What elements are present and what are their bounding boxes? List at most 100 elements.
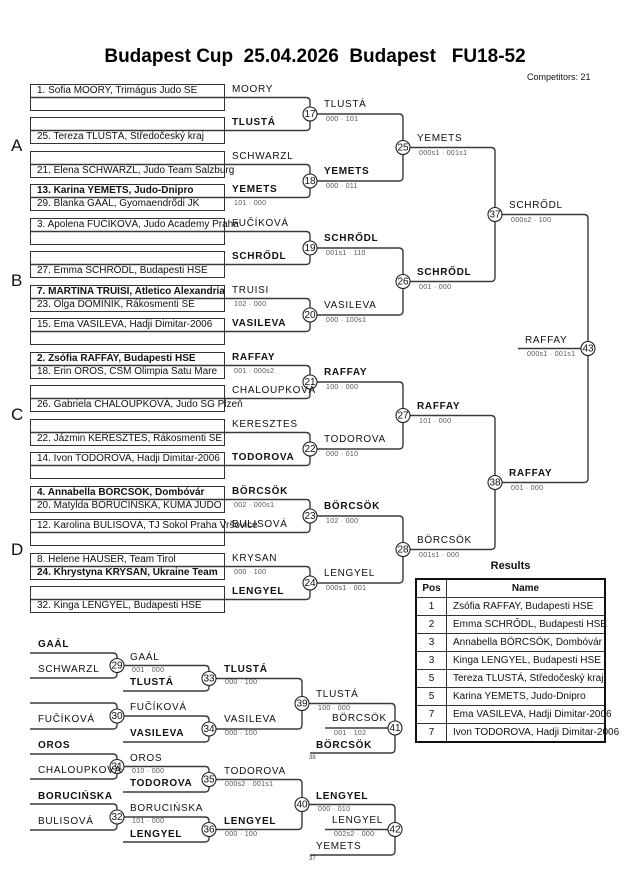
match-circle-37 bbox=[487, 206, 503, 223]
match-winner: RAFFAY bbox=[417, 401, 461, 412]
match-number: 38 bbox=[489, 478, 501, 489]
match-winner: BORUCIŃSKA bbox=[130, 803, 204, 814]
match-number: 29 bbox=[111, 661, 123, 672]
prelim-score: 101 · 000 bbox=[234, 200, 267, 207]
match-circle-33 bbox=[201, 670, 217, 687]
match-winner: TLUSTÁ bbox=[316, 689, 359, 700]
match-winner: OROS bbox=[130, 753, 163, 764]
bronze-opponent: YEMETS bbox=[316, 841, 362, 852]
match-number: 19 bbox=[304, 243, 316, 254]
match-circle-22 bbox=[302, 441, 318, 457]
match-score: 100 · 000 bbox=[326, 384, 359, 391]
competitor-name: 7. MARTINA TRUISI, Atletico Alexandria bbox=[37, 286, 225, 297]
bronze-winner: LENGYEL bbox=[332, 815, 384, 826]
results-pos: 1 bbox=[415, 597, 447, 616]
match-number: 17 bbox=[304, 109, 316, 120]
results-name: Annabella BÖRCSÖK, Dombóvár bbox=[446, 633, 606, 652]
entry-box: 4. Annabella BÖRCSÖK, Dombóvár 20. Matyl… bbox=[30, 486, 225, 513]
results-row: 5 Tereza TLUSTÁ, Středočeský kraj bbox=[415, 669, 606, 688]
match-score: 000 · 100 bbox=[225, 679, 258, 686]
bronze-opponent: BÖRCSÖK bbox=[316, 740, 373, 751]
match-score: 000 · 010 bbox=[318, 806, 351, 813]
match-number: 31 bbox=[111, 762, 123, 773]
match-circle-20 bbox=[302, 307, 318, 323]
prelim-score: 000 · 100 bbox=[234, 569, 267, 576]
results-row: 3 Annabella BÖRCSÖK, Dombóvár bbox=[415, 633, 606, 652]
match-score: 010 · 000 bbox=[132, 768, 165, 775]
repechage-entrant: BORUCIŃSKA bbox=[38, 791, 113, 802]
match-number: 28 bbox=[397, 545, 409, 556]
results-row: 7 Ivon TODOROVA, Hadji Dimitar-2006 bbox=[415, 723, 619, 743]
final-winner: RAFFAY bbox=[525, 335, 568, 346]
match-score: 100 · 000 bbox=[318, 705, 351, 712]
match-number: 30 bbox=[111, 711, 123, 722]
entry-box: 1. Sofia MOORY, Trimágus Judo SE bbox=[30, 84, 225, 111]
match-winner: YEMETS bbox=[417, 133, 463, 144]
match-circle-17 bbox=[302, 106, 318, 122]
results-name: Kinga LENGYEL, Budapesti HSE bbox=[446, 651, 606, 670]
match-circle-23 bbox=[302, 508, 318, 524]
entry-label: SCHRŐDL bbox=[232, 251, 287, 262]
repechage-entrant: GAÁL bbox=[38, 639, 70, 650]
competitor-name: 13. Karina YEMETS, Judo-Dnipro bbox=[37, 185, 194, 196]
bracket-line-37 bbox=[403, 146, 496, 283]
match-circle-34 bbox=[201, 721, 217, 737]
entry-box: 32. Kinga LENGYEL, Budapesti HSE bbox=[30, 586, 225, 613]
results-pos: 7 bbox=[415, 723, 447, 743]
match-circle-30 bbox=[109, 708, 125, 724]
entry-label: FUČÍKOVÁ bbox=[232, 218, 289, 229]
match-number: 41 bbox=[389, 723, 401, 734]
match-score: 000 · 100 bbox=[225, 831, 258, 838]
match-circle-31 bbox=[109, 758, 125, 775]
match-winner: LENGYEL bbox=[324, 568, 376, 579]
match-number: 21 bbox=[304, 377, 316, 388]
match-circle-25 bbox=[395, 139, 411, 156]
match-winner: RAFFAY bbox=[509, 468, 553, 479]
results-header-pos: Pos bbox=[415, 578, 447, 598]
match-score: 000 · 010 bbox=[326, 451, 359, 458]
match-winner: TLUSTÁ bbox=[224, 664, 268, 675]
entry-label: TODOROVA bbox=[232, 452, 295, 463]
match-score: 000 · 101 bbox=[326, 116, 359, 123]
repechage-entrant: BULISOVÁ bbox=[38, 816, 94, 827]
prelim-score: 102 · 000 bbox=[234, 301, 267, 308]
match-score: 102 · 000 bbox=[326, 518, 359, 525]
competitor-name: 3. Apolena FUČÍKOVÁ, Judo Academy Praha bbox=[37, 219, 239, 230]
competitor-name: 20. Matylda BORUCIŃSKA, KUMA JUDO bbox=[37, 500, 222, 511]
entry-label: CHALOUPKOVÁ bbox=[232, 385, 316, 396]
match-circle-19 bbox=[302, 240, 318, 256]
match-number: 33 bbox=[203, 674, 215, 685]
competitor-name: 24. Khrystyna KRYSAN, Ukraine Team bbox=[37, 567, 218, 578]
match-winner: LENGYEL bbox=[224, 816, 277, 827]
prelim-score: 001 · 000s2 bbox=[234, 368, 275, 375]
match-number: 20 bbox=[304, 310, 316, 321]
entry-box: 27. Emma SCHRŐDL, Budapesti HSE bbox=[30, 251, 225, 278]
entry-box: 15. Ema VASILEVA, Hadji Dimitar-2006 bbox=[30, 318, 225, 345]
match-score: 000s1 · 001s1 bbox=[419, 150, 468, 157]
entry-label: MOORY bbox=[232, 84, 274, 95]
repechage-drop-in: VASILEVA bbox=[130, 728, 185, 739]
results-name: Tereza TLUSTÁ, Středočeský kraj bbox=[446, 669, 606, 688]
entry-label: KRYSAN bbox=[232, 553, 278, 564]
competitor-name: 22. Jázmin KERESZTES, Rákosmenti SE bbox=[37, 433, 223, 444]
entry-label: TRUISI bbox=[232, 285, 269, 296]
entry-label: RAFFAY bbox=[232, 352, 276, 363]
match-number: 40 bbox=[296, 800, 308, 811]
match-number: 26 bbox=[397, 277, 409, 288]
competitor-name: 32. Kinga LENGYEL, Budapesti HSE bbox=[37, 600, 202, 611]
match-score: 000 · 100 bbox=[225, 730, 258, 737]
competitor-name: 15. Ema VASILEVA, Hadji Dimitar-2006 bbox=[37, 319, 213, 330]
match-number: 27 bbox=[397, 411, 409, 422]
match-score: 000 · 100s1 bbox=[326, 317, 367, 324]
repechage-drop-in: TODOROVA bbox=[130, 778, 193, 789]
match-score: 000 · 011 bbox=[326, 183, 358, 190]
competitor-name: 8. Helene HAUSER, Team Tirol bbox=[37, 554, 176, 565]
match-circle-35 bbox=[201, 771, 217, 788]
repechage-entrant: SCHWARZL bbox=[38, 664, 100, 675]
pool-label-b: B bbox=[11, 271, 23, 290]
competitor-name: 21. Elena SCHWARZL, Judo Team Salzburg bbox=[37, 165, 235, 176]
results-row: 3 Kinga LENGYEL, Budapesti HSE bbox=[415, 651, 606, 670]
match-score: 000s2 · 001s1 bbox=[225, 781, 274, 788]
